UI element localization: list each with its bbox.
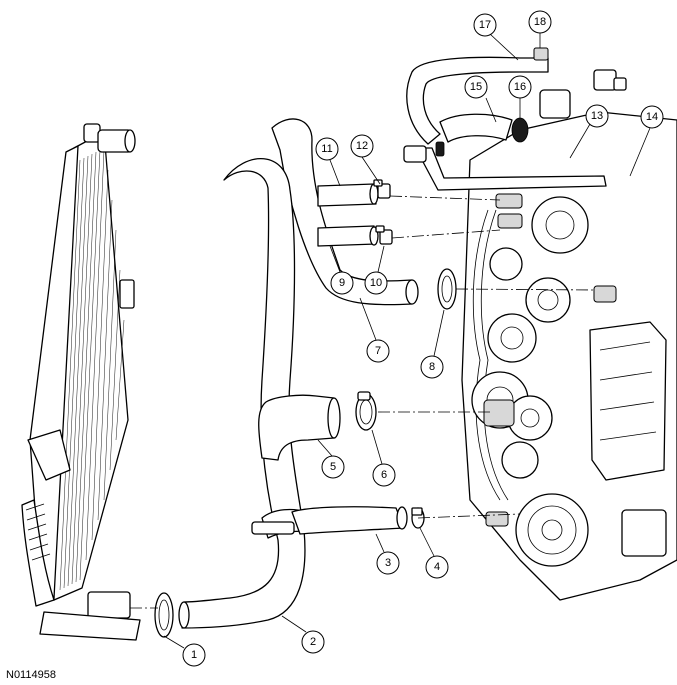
radiator [21, 123, 141, 641]
callout-6: 6 [372, 463, 396, 487]
leader-lines [163, 32, 651, 649]
hose-15 [439, 113, 529, 143]
callout-15-label: 15 [470, 81, 482, 93]
callout-13: 13 [585, 104, 609, 128]
callout-17: 17 [473, 13, 497, 37]
callout-6-circle [372, 463, 396, 487]
callout-7-label: 7 [375, 345, 381, 357]
callout-9-label: 9 [339, 277, 345, 289]
engine-assembly [461, 69, 677, 601]
callout-14: 14 [640, 105, 664, 129]
callout-1-label: 1 [191, 649, 197, 661]
alignment-lines [130, 195, 597, 609]
callout-5: 5 [321, 455, 345, 479]
hose-2 [178, 157, 311, 629]
callout-15-circle [464, 75, 488, 99]
callout-10-label: 10 [370, 277, 382, 289]
callout-17-label: 17 [479, 19, 491, 31]
callout-6-label: 6 [381, 469, 387, 481]
callout-1-circle [182, 643, 206, 667]
callout-16-circle [508, 75, 532, 99]
callout-2: 2 [301, 630, 325, 654]
callout-9: 9 [330, 271, 354, 295]
callout-5-label: 5 [330, 461, 336, 473]
callout-17-circle [473, 13, 497, 37]
callout-15: 15 [464, 75, 488, 99]
callout-12: 12 [350, 134, 374, 158]
callout-9-circle [330, 271, 354, 295]
callout-18-circle [528, 10, 552, 34]
callout-13-circle [585, 104, 609, 128]
radiator-fins [59, 149, 125, 591]
callout-3: 3 [376, 551, 400, 575]
callout-11-label: 11 [321, 143, 332, 155]
hose-3 [291, 506, 408, 535]
callout-4-label: 4 [434, 561, 440, 573]
callout-7: 7 [366, 339, 390, 363]
callout-7-circle [366, 339, 390, 363]
callout-5-circle [321, 455, 345, 479]
callout-12-label: 12 [356, 140, 368, 152]
callout-4: 4 [425, 555, 449, 579]
hose-9 [317, 225, 379, 247]
callout-18: 18 [528, 10, 552, 34]
callout-11: 11 [315, 137, 339, 161]
callout-16-label: 16 [514, 81, 526, 93]
tube-13 [403, 141, 607, 191]
callout-14-label: 14 [646, 111, 658, 123]
callout-3-circle [376, 551, 400, 575]
clamp-6 [355, 391, 377, 431]
callout-8: 8 [420, 355, 444, 379]
callout-13-label: 13 [591, 110, 603, 122]
callout-2-circle [301, 630, 325, 654]
callout-16: 16 [508, 75, 532, 99]
callout-3-label: 3 [385, 557, 391, 569]
clamp-1 [154, 592, 174, 638]
callout-1: 1 [182, 643, 206, 667]
callout-10-circle [364, 271, 388, 295]
hose-11 [317, 183, 379, 207]
hose-17 [406, 47, 549, 145]
corrugated-hose [25, 503, 51, 561]
callout-18-label: 18 [534, 16, 546, 28]
clamp-12 [373, 179, 391, 199]
clamp-10 [375, 225, 393, 245]
hose-5 [258, 394, 341, 461]
callout-8-circle [420, 355, 444, 379]
callout-12-circle [350, 134, 374, 158]
clamp-8 [437, 268, 457, 310]
callout-11-circle [315, 137, 339, 161]
callout-14-circle [640, 105, 664, 129]
figure-code: N0114958 [6, 669, 56, 681]
callout-4-circle [425, 555, 449, 579]
callout-2-label: 2 [310, 636, 316, 648]
callout-8-label: 8 [429, 361, 435, 373]
callout-10: 10 [364, 271, 388, 295]
